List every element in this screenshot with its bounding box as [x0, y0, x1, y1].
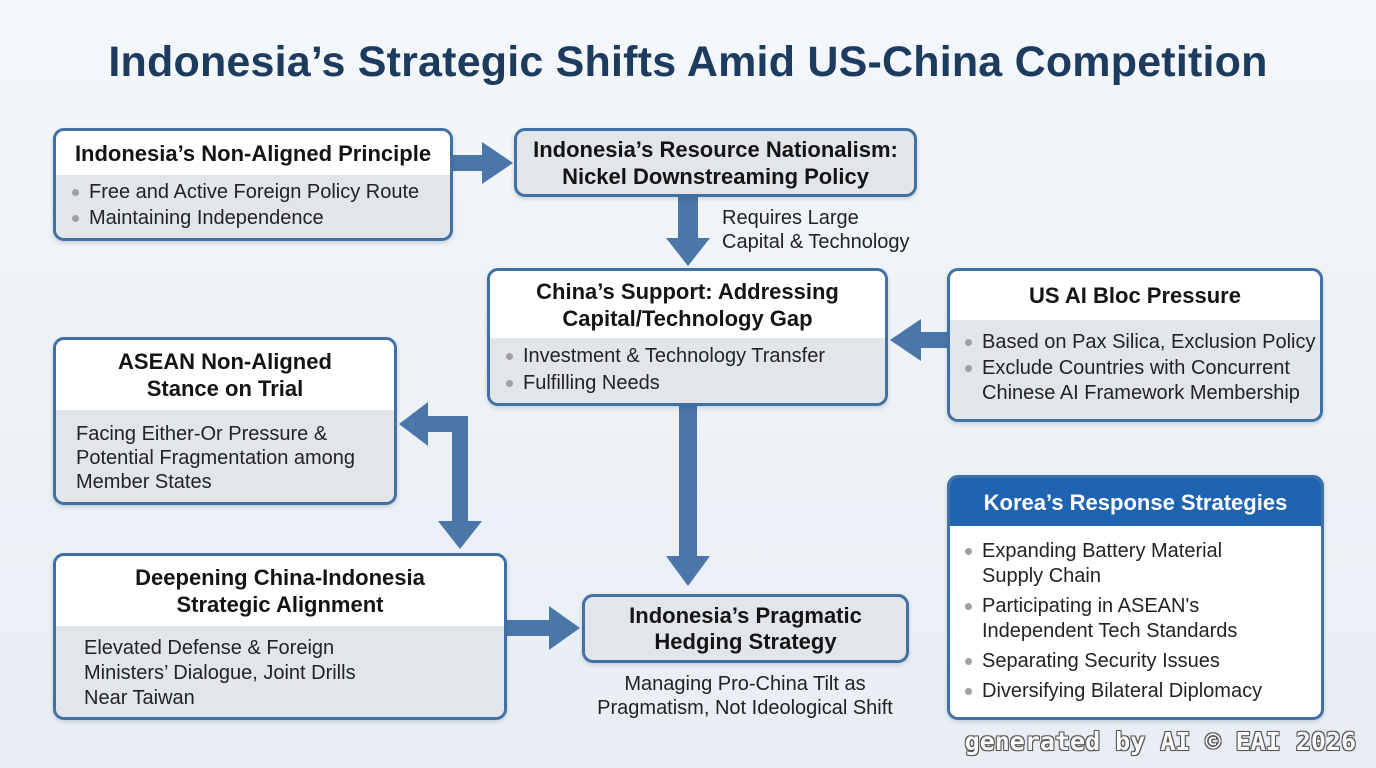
bullet-item: Separating Security Issues	[950, 649, 1321, 674]
bullet-text: Separating Security Issues	[982, 649, 1220, 672]
node-body: Facing Either-Or Pressure & Potential Fr…	[56, 410, 394, 502]
node-china-support: China’s Support: Addressing Capital/Tech…	[487, 268, 888, 406]
bullet-item: Expanding Battery Material Supply Chain	[950, 539, 1321, 589]
arrow-china-support-to-hedging	[666, 406, 710, 586]
node-body: Free and Active Foreign Policy Route Mai…	[56, 175, 450, 238]
node-text-line: Elevated Defense & Foreign	[84, 637, 335, 659]
node-body: Investment & Technology Transfer Fulfill…	[490, 338, 885, 403]
node-text-line: Ministers’ Dialogue, Joint Drills	[84, 662, 356, 684]
bullet-dot	[965, 547, 972, 555]
node-header: US AI Bloc Pressure	[950, 271, 1320, 320]
arrow-principle-to-nickel	[453, 142, 513, 184]
node-title-line: Deepening China-Indonesia	[135, 565, 425, 590]
bullet-dot	[965, 687, 972, 695]
bullet-dot	[965, 657, 972, 665]
arrow-asean-alignment-bidirectional	[399, 402, 482, 549]
node-text-line: Facing Either-Or Pressure &	[76, 423, 328, 445]
node-pragmatic-hedging: Indonesia’s Pragmatic Hedging Strategy	[582, 594, 909, 663]
bullet-item: Fulfilling Needs	[490, 370, 885, 397]
node-non-aligned-principle: Indonesia’s Non-Aligned Principle Free a…	[53, 128, 453, 241]
edge-label-requires: Requires Large Capital & Technology	[722, 206, 910, 254]
bullet-text: Diversifying Bilateral Diplomacy	[982, 679, 1263, 702]
edge-label-managing: Managing Pro-China Tilt as Pragmatism, N…	[545, 672, 945, 720]
node-us-ai-bloc-pressure: US AI Bloc Pressure Based on Pax Silica,…	[947, 268, 1323, 422]
edge-label-line: Managing Pro-China Tilt as	[624, 673, 866, 695]
bullet-text: Investment & Technology Transfer	[523, 345, 826, 367]
node-title-line: Capital/Technology Gap	[562, 305, 813, 331]
arrow-nickel-to-china-support	[666, 197, 710, 266]
node-text-line: Member States	[76, 471, 212, 493]
bullet-text: Participating in ASEAN's	[982, 594, 1200, 617]
bullet-dot	[965, 339, 972, 347]
bullet-item: Free and Active Foreign Policy Route	[56, 179, 450, 205]
bullet-text: Independent Tech Standards	[982, 619, 1238, 642]
edge-label-line: Capital & Technology	[722, 231, 910, 253]
node-resource-nationalism: Indonesia’s Resource Nationalism: Nickel…	[514, 128, 917, 197]
edge-label-line: Pragmatism, Not Ideological Shift	[597, 697, 893, 719]
bullet-text: Chinese AI Framework Membership	[982, 382, 1300, 404]
node-text-line: Potential Fragmentation among	[76, 447, 356, 469]
bullet-item: Exclude Countries with Concurrent Chines…	[950, 356, 1320, 407]
bullet-dot	[506, 380, 513, 387]
node-title-line: ASEAN Non-Aligned	[118, 349, 332, 374]
bullet-dot	[506, 353, 513, 360]
watermark: generated by AI © EAI 2026	[964, 727, 1356, 756]
bullet-item: Investment & Technology Transfer	[490, 343, 885, 370]
node-asean-stance: ASEAN Non-Aligned Stance on Trial Facing…	[53, 337, 397, 505]
bullet-item: Based on Pax Silica, Exclusion Policy	[950, 330, 1320, 356]
node-header: Indonesia’s Non-Aligned Principle	[56, 131, 450, 175]
node-title-line: Nickel Downstreaming Policy	[562, 163, 869, 189]
node-title: Indonesia’s Non-Aligned Principle	[74, 140, 432, 166]
node-title-line: Stance on Trial	[146, 376, 304, 401]
bullet-text: Maintaining Independence	[89, 207, 324, 229]
node-korea-response: Korea’s Response Strategies Expanding Ba…	[947, 475, 1324, 720]
node-title-line: Strategic Alignment	[176, 592, 384, 617]
node-title: Korea’s Response Strategies	[983, 489, 1288, 515]
node-text-line: Near Taiwan	[84, 687, 195, 709]
bullet-dot	[965, 364, 972, 372]
bullet-text: Supply Chain	[982, 564, 1101, 587]
node-china-indonesia-alignment: Deepening China-Indonesia Strategic Alig…	[53, 553, 507, 720]
bullet-dot	[72, 188, 79, 196]
bullet-text: Exclude Countries with Concurrent	[982, 356, 1290, 379]
edge-label-line: Requires Large	[722, 207, 859, 229]
bullet-text: Fulfilling Needs	[523, 372, 660, 394]
bullet-item: Maintaining Independence	[56, 205, 450, 231]
diagram-title: Indonesia’s Strategic Shifts Amid US-Chi…	[108, 38, 1268, 86]
bullet-dot	[72, 214, 79, 222]
node-title-line: Indonesia’s Pragmatic	[629, 602, 862, 628]
node-title-line: China’s Support: Addressing	[536, 278, 839, 304]
bullet-text: Free and Active Foreign Policy Route	[89, 181, 420, 203]
bullet-dot	[965, 602, 972, 610]
node-title-line: Indonesia’s Resource Nationalism:	[533, 136, 898, 162]
bullet-text: Expanding Battery Material	[982, 539, 1223, 562]
node-body: Elevated Defense & Foreign Ministers’ Di…	[56, 626, 504, 717]
node-title: US AI Bloc Pressure	[1029, 283, 1241, 308]
node-title-line: Hedging Strategy	[654, 628, 837, 654]
node-header: Korea’s Response Strategies	[950, 478, 1321, 526]
bullet-text: Based on Pax Silica, Exclusion Policy	[982, 331, 1316, 353]
node-header: Deepening China-Indonesia Strategic Alig…	[56, 556, 504, 626]
bullet-item: Diversifying Bilateral Diplomacy	[950, 679, 1321, 704]
node-header: China’s Support: Addressing Capital/Tech…	[490, 271, 885, 338]
arrow-us-pressure-to-china-support	[890, 319, 947, 361]
node-body: Based on Pax Silica, Exclusion Policy Ex…	[950, 320, 1320, 419]
node-header: ASEAN Non-Aligned Stance on Trial	[56, 340, 394, 410]
bullet-item: Participating in ASEAN's Independent Tec…	[950, 594, 1321, 644]
node-body: Expanding Battery Material Supply Chain …	[950, 526, 1321, 717]
arrow-alignment-to-hedging	[507, 606, 580, 650]
